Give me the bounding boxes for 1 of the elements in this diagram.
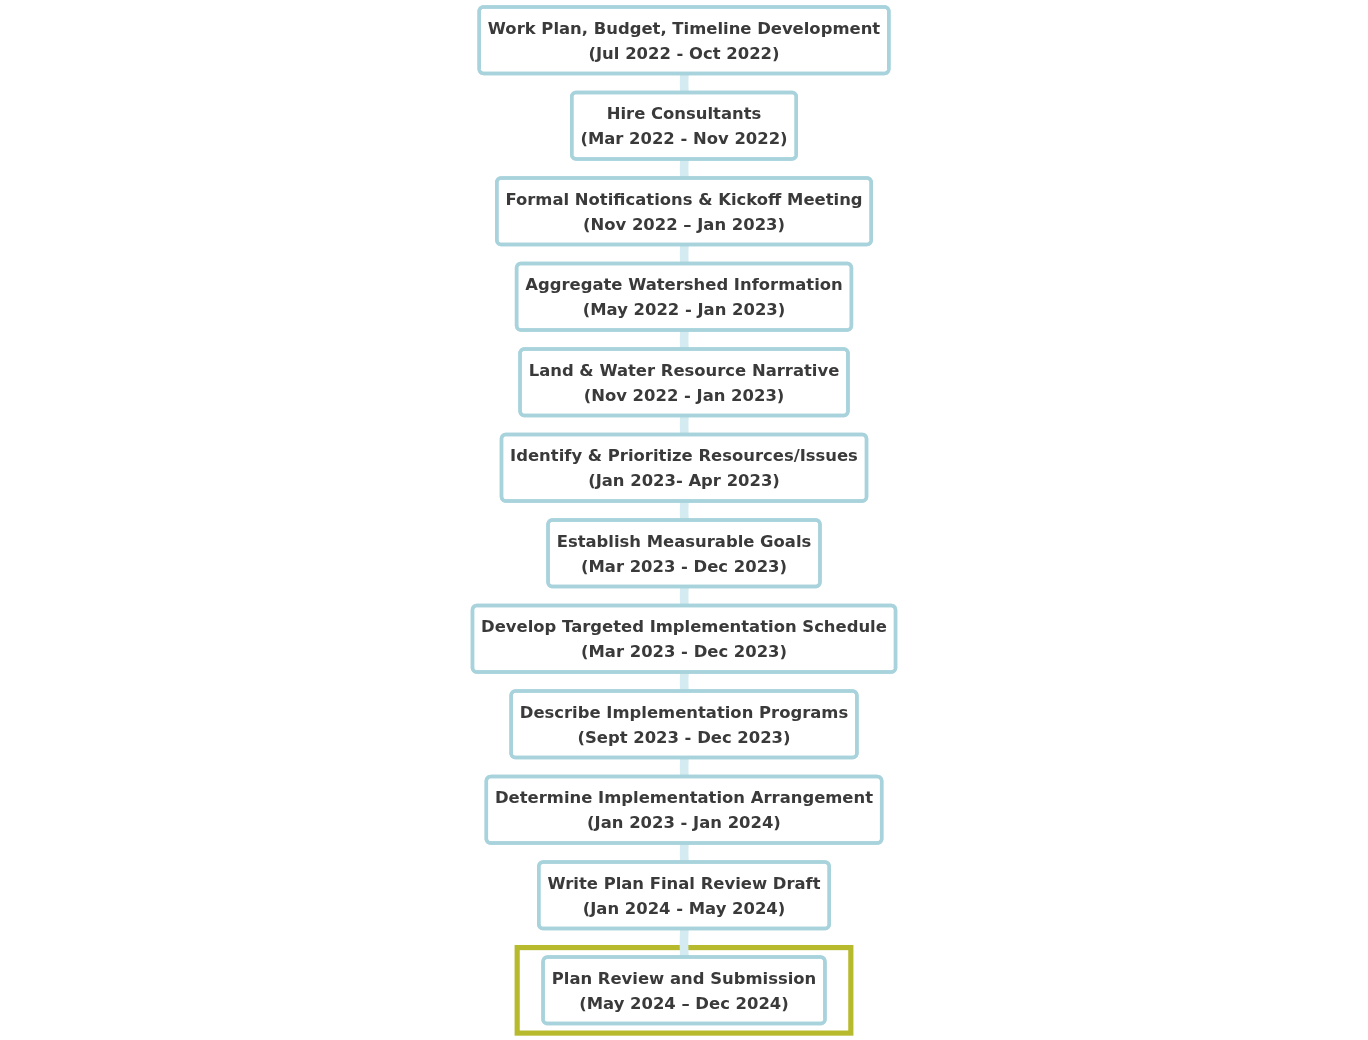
cluster — [514, 945, 854, 1036]
